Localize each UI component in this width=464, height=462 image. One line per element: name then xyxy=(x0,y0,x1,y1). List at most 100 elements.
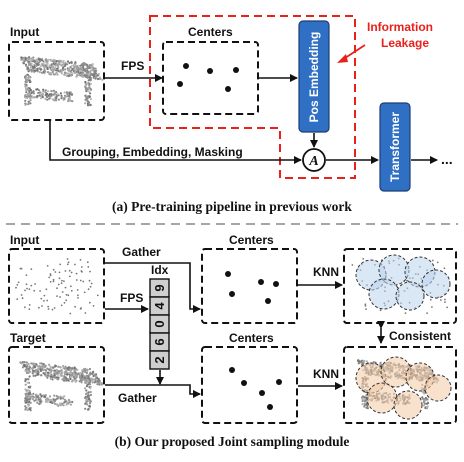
point xyxy=(53,399,57,403)
point xyxy=(24,405,27,408)
point xyxy=(77,297,79,299)
point xyxy=(426,398,429,401)
point xyxy=(64,68,67,71)
point xyxy=(92,76,95,79)
centers-top-box xyxy=(201,248,298,324)
point xyxy=(25,365,28,368)
point xyxy=(76,289,79,291)
point xyxy=(88,405,91,408)
knn-group-circle xyxy=(380,356,412,388)
point xyxy=(65,293,68,296)
point xyxy=(19,267,22,270)
point xyxy=(27,60,30,64)
point xyxy=(53,99,56,102)
point xyxy=(84,312,87,314)
top-point-cloud xyxy=(20,56,104,107)
point xyxy=(93,373,96,376)
point xyxy=(53,394,56,397)
top-centers-label: Centers xyxy=(188,25,233,39)
point xyxy=(88,398,91,401)
point xyxy=(45,95,49,99)
point xyxy=(38,61,41,64)
point xyxy=(101,78,104,81)
point xyxy=(66,60,70,63)
knn-group-circle xyxy=(393,390,423,420)
point xyxy=(97,377,100,381)
point xyxy=(85,70,88,73)
point xyxy=(76,65,79,68)
point xyxy=(89,400,92,403)
point xyxy=(66,263,69,266)
point xyxy=(28,56,31,59)
point xyxy=(68,61,71,65)
point xyxy=(84,407,87,410)
point xyxy=(73,376,76,379)
point xyxy=(34,283,36,285)
point xyxy=(27,362,30,365)
idx-value: 6 xyxy=(152,338,167,345)
point xyxy=(62,404,65,407)
point xyxy=(69,275,71,278)
point xyxy=(364,303,367,306)
top-centers-box xyxy=(162,41,259,115)
gather-bottom-label: Gather xyxy=(118,391,157,405)
point xyxy=(27,404,30,407)
point xyxy=(87,65,91,69)
point xyxy=(64,365,67,368)
point xyxy=(69,375,73,378)
point xyxy=(50,377,53,380)
point xyxy=(79,259,82,261)
knn-bottom-label: KNN xyxy=(313,367,339,381)
point xyxy=(71,380,74,383)
point xyxy=(379,361,382,364)
point xyxy=(88,279,91,282)
point xyxy=(30,91,33,95)
point xyxy=(84,102,87,105)
point xyxy=(84,80,87,84)
point xyxy=(49,273,52,275)
point xyxy=(87,90,90,93)
point xyxy=(25,371,29,375)
bottom-input-label: Input xyxy=(10,233,39,247)
point xyxy=(89,92,92,95)
caption-a: (a) Pre-training pipeline in previous wo… xyxy=(112,199,352,214)
point xyxy=(75,279,78,281)
knn-group-circle xyxy=(395,281,425,311)
info-leakage-line2: Leakage xyxy=(381,36,429,50)
point xyxy=(63,375,66,378)
point xyxy=(27,393,30,396)
point xyxy=(28,398,31,401)
point xyxy=(31,362,34,365)
point xyxy=(48,395,52,398)
point xyxy=(426,405,429,408)
point xyxy=(86,377,89,380)
point xyxy=(27,70,30,73)
knn-top-groups xyxy=(351,254,451,314)
point xyxy=(79,279,82,282)
point xyxy=(83,63,86,66)
point xyxy=(84,395,87,398)
point xyxy=(87,408,90,411)
idx-value: 9 xyxy=(152,284,167,291)
point xyxy=(69,74,73,77)
point xyxy=(43,64,46,67)
point xyxy=(47,305,50,308)
knn-group-circle xyxy=(424,374,452,402)
point xyxy=(63,64,66,68)
point xyxy=(28,76,31,79)
point xyxy=(20,294,23,296)
point xyxy=(39,65,42,68)
point xyxy=(89,390,92,394)
point xyxy=(86,403,89,406)
point xyxy=(40,362,43,365)
point xyxy=(29,99,32,102)
point xyxy=(70,93,74,96)
center-point xyxy=(225,86,231,92)
point xyxy=(364,305,367,307)
point xyxy=(48,368,51,371)
point xyxy=(424,406,427,410)
point xyxy=(61,375,64,378)
point xyxy=(85,74,88,77)
point xyxy=(25,87,28,90)
point xyxy=(59,397,62,400)
